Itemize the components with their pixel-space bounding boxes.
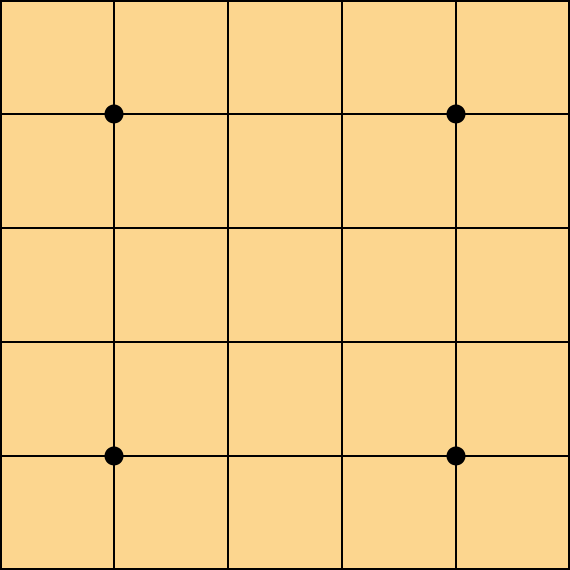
star-point	[104, 104, 124, 124]
star-points	[104, 104, 466, 466]
star-point	[104, 446, 124, 466]
star-point	[446, 446, 466, 466]
star-point	[446, 104, 466, 124]
